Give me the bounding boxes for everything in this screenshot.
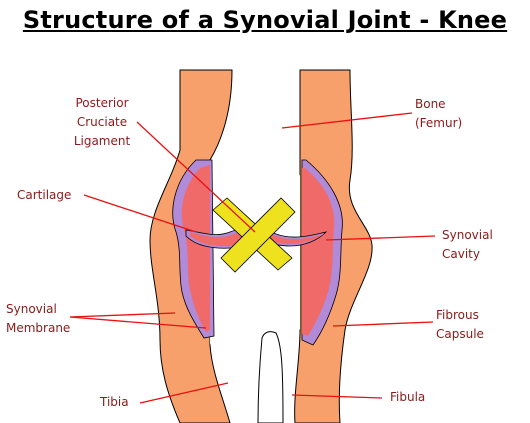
pointer-tibia [139,382,229,404]
label-tibia: Tibia [100,395,129,409]
pointer-fibula [291,394,383,399]
page-title: Structure of a Synovial Joint - Knee [22,6,508,34]
label-bone-femur: Bone (Femur) [415,97,463,130]
label-fibrous-capsule: Fibrous Capsule [436,308,484,341]
pointer-posterior-cruciate-ligament [136,121,256,233]
pointer-synovial-membrane-1 [69,312,176,318]
pointer-cartilage [83,194,197,233]
label-synovial-membrane: Synovial Membrane [6,302,71,335]
label-posterior-cruciate-ligament: Posterior Cruciate Ligament [73,96,131,148]
left-cartilage [181,165,210,332]
fibula-bone [257,331,284,423]
label-synovial-cavity: Synovial Cavity [442,228,493,261]
right-cartilage [302,168,335,336]
pointer-synovial-membrane-2 [69,316,207,329]
label-fibula: Fibula [390,390,426,404]
label-cartilage: Cartilage [17,188,72,202]
ligament-bar-2 [220,197,296,273]
pointer-bone-femur [281,112,413,129]
pointer-fibrous-capsule [332,321,434,327]
pointer-synovial-cavity [325,235,436,241]
